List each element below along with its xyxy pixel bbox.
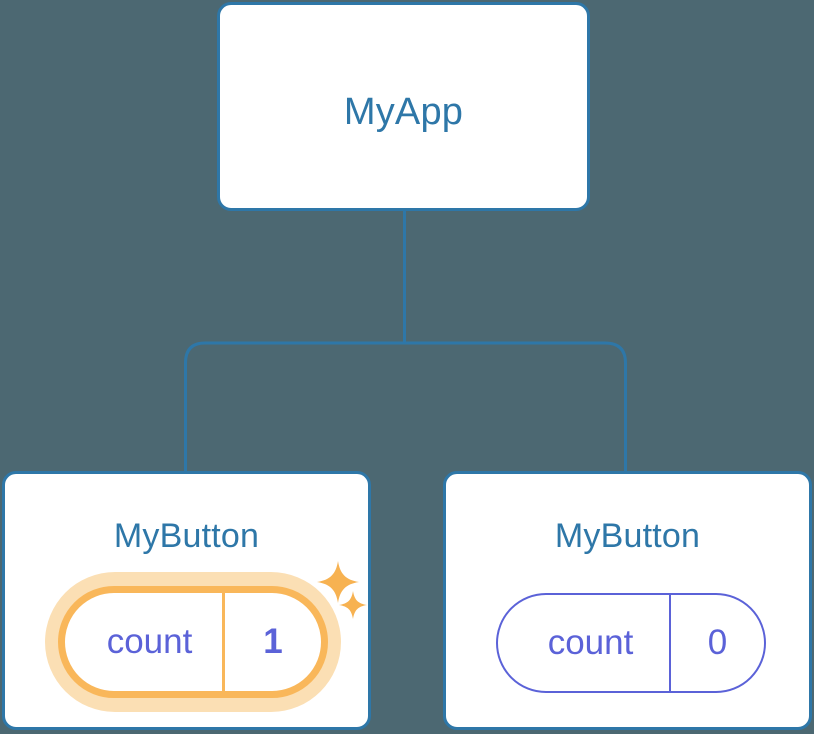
state-pill-right[interactable]: count 0 — [496, 593, 766, 693]
state-value-right: 0 — [707, 623, 728, 662]
node-mybutton-right[interactable]: MyButton count 0 — [443, 471, 812, 730]
state-pill-highlighted[interactable]: count 1 — [45, 572, 341, 712]
state-pill-plain[interactable]: count 0 — [496, 593, 766, 693]
node-myapp-title: MyApp — [343, 91, 464, 133]
sparkle-large-icon — [317, 561, 359, 603]
edge-to-right-child — [404, 341, 627, 471]
state-key-right: count — [498, 595, 671, 691]
node-mybutton-left-title: MyButton — [113, 517, 260, 555]
state-pill-left[interactable]: count 1 — [58, 586, 328, 698]
state-key-left: count — [65, 593, 225, 691]
state-value-left: 1 — [263, 622, 283, 661]
node-mybutton-right-title: MyButton — [554, 517, 701, 555]
sparkle-small-icon — [339, 591, 367, 619]
node-mybutton-left[interactable]: MyButton count 1 — [2, 471, 371, 730]
edge-to-left-child — [184, 341, 405, 471]
node-myapp[interactable]: MyApp — [217, 2, 590, 211]
